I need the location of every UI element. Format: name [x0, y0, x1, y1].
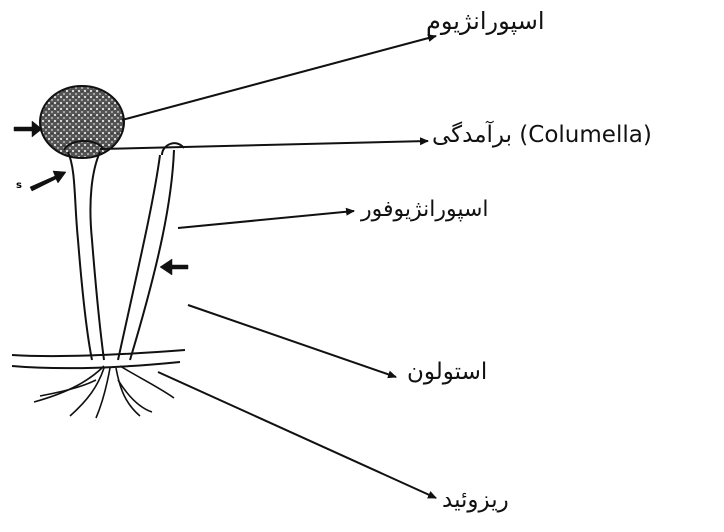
pointer-sporangium — [122, 36, 436, 120]
label-pointers — [100, 36, 436, 498]
stolon — [12, 350, 185, 368]
pointer-sporangiophore — [178, 211, 354, 228]
label-rhizoid: ریزوئید — [442, 487, 509, 513]
label-columella: برآمدگی (Columella) — [432, 122, 652, 148]
sporangium-body — [40, 86, 124, 158]
marker-arrow-columella — [30, 171, 66, 191]
label-sporangiophore: اسپورانژیوفور — [361, 197, 489, 222]
marker-arrow-sporangium — [14, 121, 42, 137]
sporangiophore-right — [118, 143, 184, 360]
rhizoids — [34, 366, 174, 418]
marker-label: s — [16, 180, 22, 191]
pointer-stolon — [188, 305, 396, 377]
pointer-columella — [100, 141, 428, 149]
pointer-rhizoid — [158, 372, 436, 498]
sporangiophore-left — [68, 152, 104, 360]
marker-arrow-stalk — [160, 259, 188, 275]
label-stolon: استولون — [407, 359, 487, 385]
label-sporangium: اسپورانژیوم — [426, 7, 545, 35]
